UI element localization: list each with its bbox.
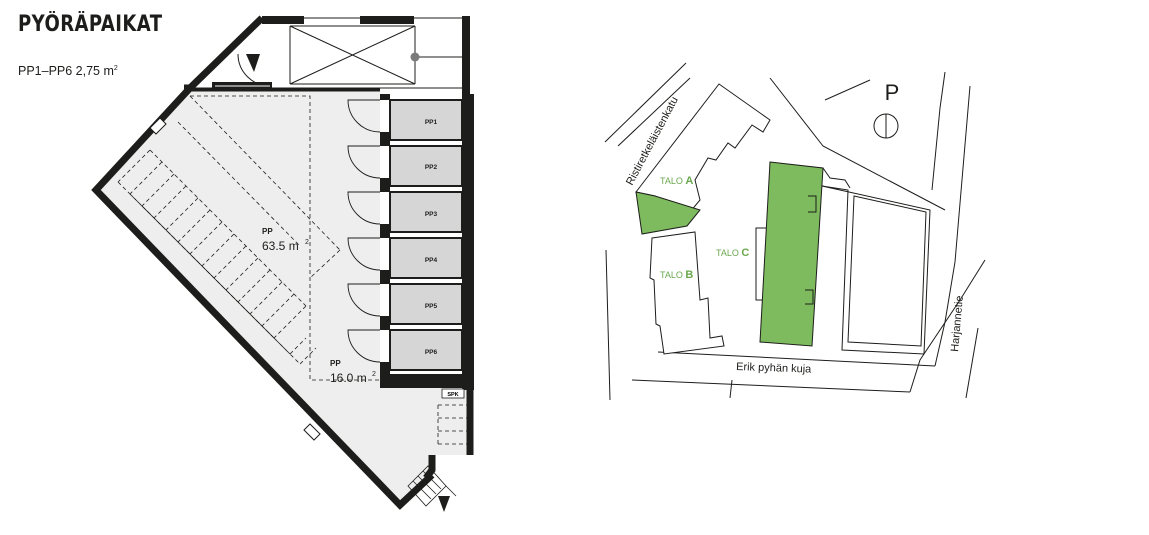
label-pp4: PP4 (425, 257, 438, 264)
cubicle-pp3 (389, 191, 463, 233)
area-large-code: PP (262, 227, 273, 236)
label-talo-b: TALO B (660, 269, 693, 281)
area-large-value: 63.5 m (262, 239, 299, 253)
parking-icon (873, 113, 899, 139)
label-pp1: PP1 (425, 119, 438, 126)
street-erik-pyhan-kuja: Erik pyhän kuja (736, 361, 812, 376)
label-pp6: PP6 (425, 349, 438, 356)
storage-size-unit-sup: 2 (113, 64, 118, 72)
cubicle-pp5 (389, 283, 463, 325)
building-talo-a (635, 83, 771, 213)
building-talo-c (759, 161, 824, 347)
label-talo-c: TALO C (716, 247, 749, 259)
area-small-code: PP (330, 359, 341, 368)
parking-label: P (885, 80, 900, 105)
cubicle-pp2 (389, 145, 463, 187)
street-harjannetie: Harjannetie (949, 295, 966, 352)
label-pp5: PP5 (425, 303, 438, 310)
building-right (821, 185, 931, 355)
storage-size-note: PP1–PP6 2,75 m2 (18, 64, 118, 78)
label-spk: SPK (447, 392, 458, 398)
highlight-area-a (635, 191, 701, 235)
bike-racks (117, 149, 317, 365)
building-talo-b (649, 231, 725, 355)
cubicle-doors (347, 99, 381, 363)
storage-size-text: PP1–PP6 2,75 m (18, 64, 114, 78)
label-pp2: PP2 (425, 164, 438, 171)
page-title: PYÖRÄPAIKAT (18, 12, 163, 37)
label-pp3: PP3 (425, 211, 438, 218)
area-small-value: 16.0 m (330, 371, 367, 385)
label-talo-a: TALO A (660, 175, 693, 187)
area-small-sup: 2 (372, 371, 376, 378)
area-large-sup: 2 (305, 239, 309, 246)
cubicle-pp6 (389, 329, 463, 371)
